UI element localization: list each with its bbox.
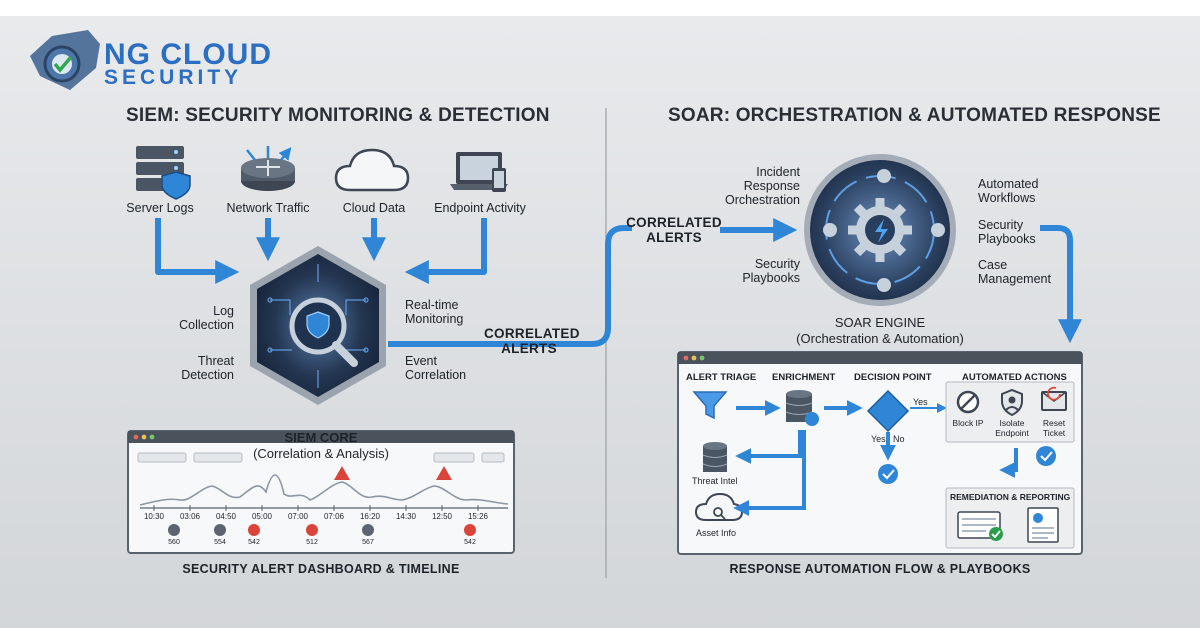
engine-label-incident-response: Incident Response Orchestration <box>724 165 800 207</box>
soar-engine-subtitle: (Orchestration & Automation) <box>796 331 964 346</box>
alert-timeline <box>139 466 509 536</box>
laptop-icon <box>450 152 508 192</box>
flow-decision-point: DECISION POINT <box>854 372 932 383</box>
siem-output-label: CORRELATED ALERTS <box>484 326 580 356</box>
event-marker-icon <box>248 524 260 536</box>
event-count-label: 554 <box>214 539 226 546</box>
event-count-label: 560 <box>168 539 180 546</box>
timeline-tick-label: 16:20 <box>359 512 381 521</box>
flow-remediation: REMEDIATION & REPORTING <box>950 492 1071 502</box>
engine-label-security-playbooks-left: Security Playbooks <box>742 257 800 285</box>
brand-tagline: SECURITY <box>104 66 243 89</box>
label-realtime-monitoring: Real-time Monitoring <box>405 298 464 326</box>
server-icon <box>136 146 191 200</box>
label-threat-detection: Threat Detection <box>181 354 234 382</box>
event-count-label: 567 <box>362 539 374 546</box>
action-isolate-endpoint: Isolate Endpoint <box>995 418 1029 438</box>
siem-core-title: SIEM CORE <box>284 430 358 445</box>
engine-label-automated-workflows: Automated Workflows <box>978 177 1039 205</box>
event-marker-icon <box>306 524 318 536</box>
timeline-tick-label: 07:00 <box>287 512 309 521</box>
soar-flow-caption: RESPONSE AUTOMATION FLOW & PLAYBOOKS <box>729 562 1031 576</box>
flow-yes2-label: Yes <box>871 434 886 444</box>
source-label-server-logs: Server Logs <box>126 201 194 215</box>
label-event-correlation: Event Correlation <box>405 354 467 382</box>
flow-alert-triage: ALERT TRIAGE <box>686 372 757 383</box>
timeline-tick-label: 14:30 <box>395 512 417 521</box>
siem-input-arrows <box>155 218 487 284</box>
action-block-ip: Block IP <box>952 418 984 428</box>
event-marker-icon <box>214 524 226 536</box>
soar-title: SOAR: ORCHESTRATION & AUTOMATED RESPONSE <box>668 105 1161 126</box>
event-count-label: 512 <box>306 539 318 546</box>
brand-name: NG CLOUD <box>104 38 272 71</box>
timeline-wave <box>139 474 509 506</box>
source-label-cloud-data: Cloud Data <box>342 201 406 215</box>
label-log-collection: Log Collection <box>179 304 234 332</box>
siem-dashboard-caption: SECURITY ALERT DASHBOARD & TIMELINE <box>182 562 460 576</box>
database-icon <box>785 390 819 426</box>
funnel-icon <box>692 391 728 420</box>
flow-asset-info: Asset Info <box>696 528 737 538</box>
cloud-icon <box>334 148 410 192</box>
soar-engine-circle <box>804 154 956 306</box>
soar-output-arrow <box>1040 225 1082 344</box>
source-label-network-traffic: Network Traffic <box>226 201 310 215</box>
siem-dashboard-window <box>127 430 515 554</box>
flow-yes-label: Yes <box>913 397 928 407</box>
action-reset-ticket: Reset Ticket <box>1042 418 1066 438</box>
event-marker-icon <box>168 524 180 536</box>
flow-enrichment: ENRICHMENT <box>772 372 836 383</box>
timeline-tick-label: 04:50 <box>215 512 237 521</box>
event-count-label: 542 <box>248 539 260 546</box>
timeline-tick-label: 05:00 <box>251 512 273 521</box>
remediation-box <box>945 487 1075 549</box>
soar-engine-title: SOAR ENGINE <box>834 315 926 330</box>
source-label-endpoint-activity: Endpoint Activity <box>434 201 526 215</box>
siem-output-arrow <box>388 225 632 347</box>
engine-label-case-management: Case Management <box>978 258 1051 286</box>
isolate-endpoint-icon <box>1001 388 1023 417</box>
engine-label-security-playbooks-right: Security Playbooks <box>978 218 1036 246</box>
flow-no-label: No <box>893 434 905 444</box>
event-marker-icon <box>464 524 476 536</box>
decision-diamond <box>866 389 910 433</box>
timeline-tick-label: 12:50 <box>431 512 453 521</box>
flow-threat-intel: Threat Intel <box>692 476 738 486</box>
soar-input-label: CORRELATED ALERTS <box>626 215 722 245</box>
timeline-tick-label: 07:06 <box>323 512 345 521</box>
threat-intel-db-icon <box>702 442 728 472</box>
check-circle-icon-2 <box>1036 446 1056 466</box>
event-marker-icon <box>362 524 374 536</box>
alert-triangle-icon <box>334 466 350 480</box>
reset-ticket-icon <box>1041 386 1067 411</box>
flow-automated-actions: AUTOMATED ACTIONS <box>962 372 1067 383</box>
router-icon <box>241 146 295 191</box>
block-ip-icon <box>956 390 980 414</box>
alert-triangle-icon <box>436 466 452 480</box>
siem-core-hexagon <box>250 246 386 405</box>
timeline-tick-label: 03:06 <box>179 512 201 521</box>
siem-core-subtitle: (Correlation & Analysis) <box>253 446 389 461</box>
event-count-label: 542 <box>464 539 476 546</box>
timeline-tick-label: 10:30 <box>143 512 165 521</box>
timeline-tick-label: 15:26 <box>467 512 489 521</box>
flow-arrows <box>733 400 1025 530</box>
logo-shield-icon <box>30 30 100 90</box>
siem-title: SIEM: SECURITY MONITORING & DETECTION <box>126 105 550 126</box>
check-circle-icon <box>878 464 898 484</box>
